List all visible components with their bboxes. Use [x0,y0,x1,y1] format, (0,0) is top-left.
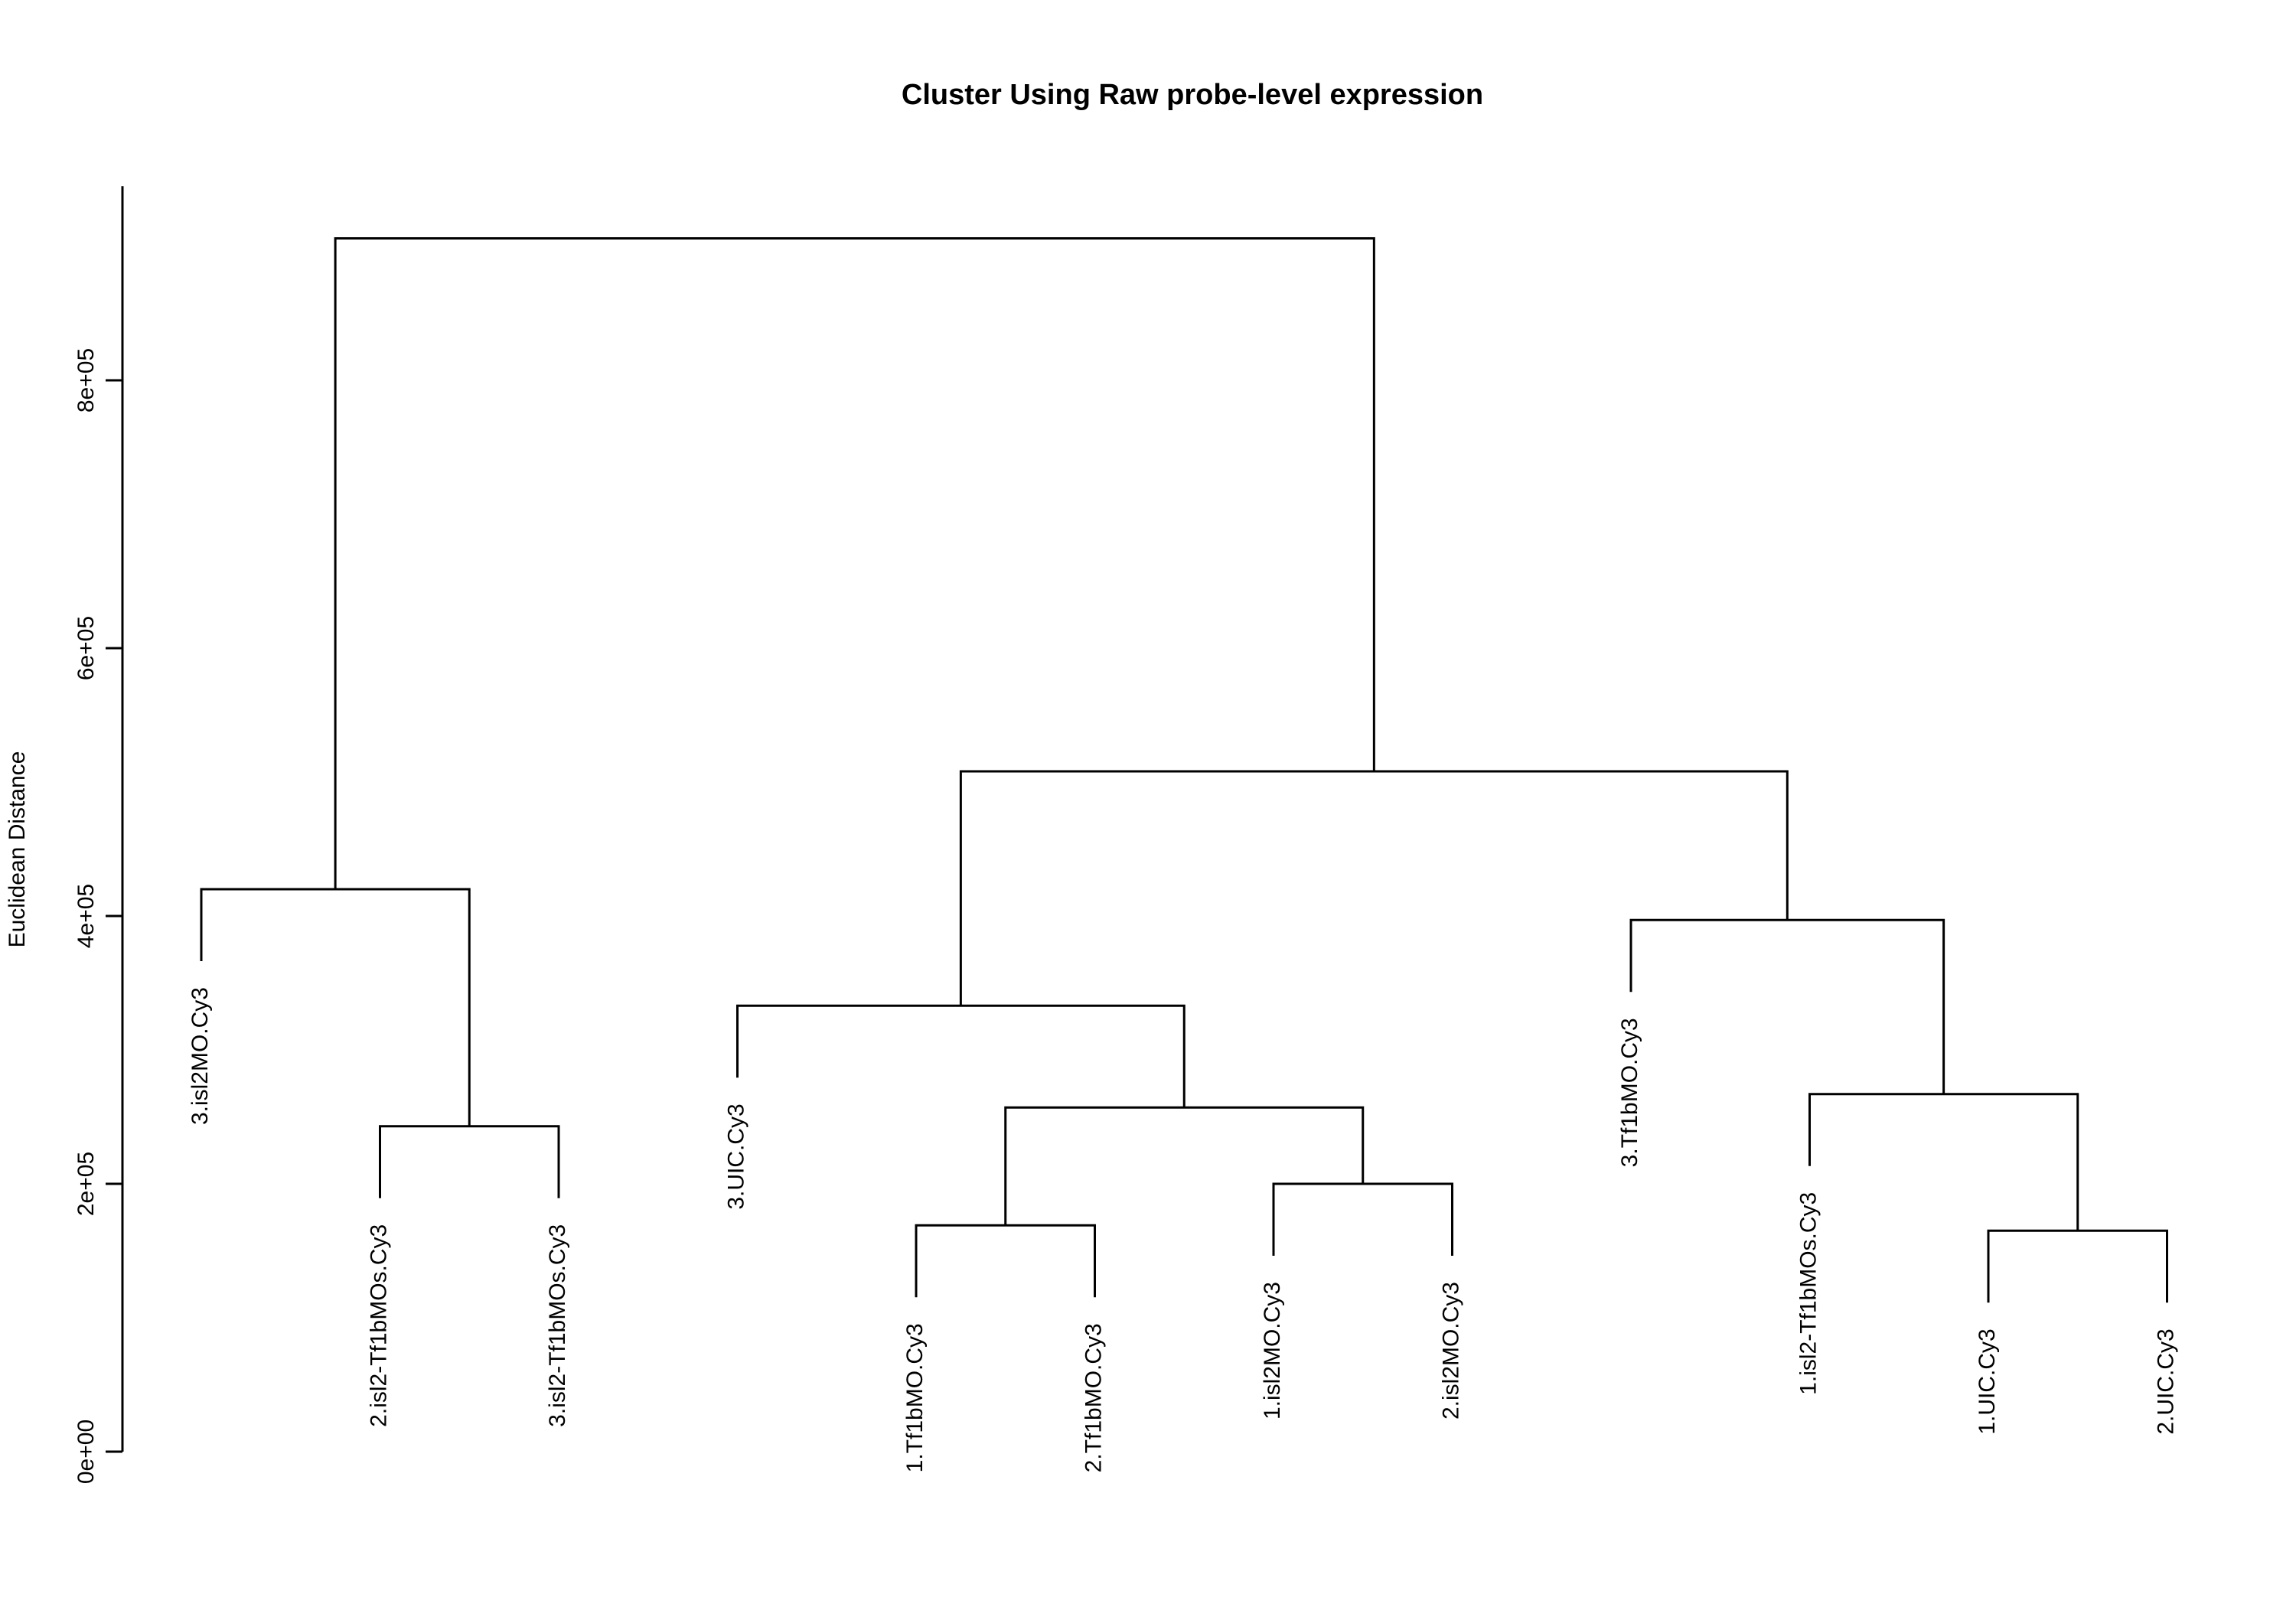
leaf-labels: 3.isl2MO.Cy3 2.isl2-Tf1bMOs.Cy3 3.isl2-Tf1… [188,987,2179,1472]
y-tick-label: 6e+05 [73,616,99,680]
leaf-label: 2.Tf1bMO.Cy3 [1081,1323,1106,1472]
dendrogram-branch-m10 [959,770,1789,1006]
dendrogram-branch-m11 [334,237,1375,889]
y-tick-label: 0e+00 [73,1420,99,1484]
dendrogram-branch-m4 [379,1125,560,1198]
leaf-label: 1.UIC.Cy3 [1975,1328,2000,1434]
leaf-label: 1.isl2MO.Cy3 [1260,1282,1285,1420]
dendrogram-branch-m1 [1987,1229,2168,1303]
leaf-label: 3.isl2MO.Cy3 [188,987,213,1125]
dendrogram-branch-m2 [915,1224,1096,1298]
chart-title: Cluster Using Raw probe-level expression [902,79,1483,111]
dendrogram-branches [200,237,2168,1303]
y-axis-label: Euclidean Distance [5,751,30,948]
leaf-label: 3.Tf1bMO.Cy3 [1617,1018,1642,1167]
dendrogram-branch-m7 [736,1004,1186,1108]
leaf-label: 2.UIC.Cy3 [2153,1328,2178,1434]
leaf-label: 2.isl2-Tf1bMOs.Cy3 [366,1224,391,1427]
dendrogram-branch-m6 [1808,1093,2079,1231]
leaf-label: 1.isl2-Tf1bMOs.Cy3 [1795,1192,1821,1395]
leaf-label: 3.UIC.Cy3 [723,1103,748,1209]
y-tick-label: 8e+05 [73,348,99,412]
y-tick-label: 2e+05 [73,1152,99,1216]
y-tick-label: 4e+05 [73,884,99,948]
dendrogram-branch-m5 [1004,1106,1365,1226]
leaf-label: 2.isl2MO.Cy3 [1438,1282,1463,1420]
dendrogram-branch-m3 [1272,1182,1453,1256]
leaf-label: 1.Tf1bMO.Cy3 [902,1323,928,1472]
dendrogram-branch-m8 [1629,918,1945,1094]
dendrogram-branch-m9 [200,888,471,1126]
y-axis: 0e+00 2e+05 4e+05 6e+05 8e+05 [73,186,124,1484]
leaf-label: 3.isl2-Tf1bMOs.Cy3 [545,1224,570,1427]
